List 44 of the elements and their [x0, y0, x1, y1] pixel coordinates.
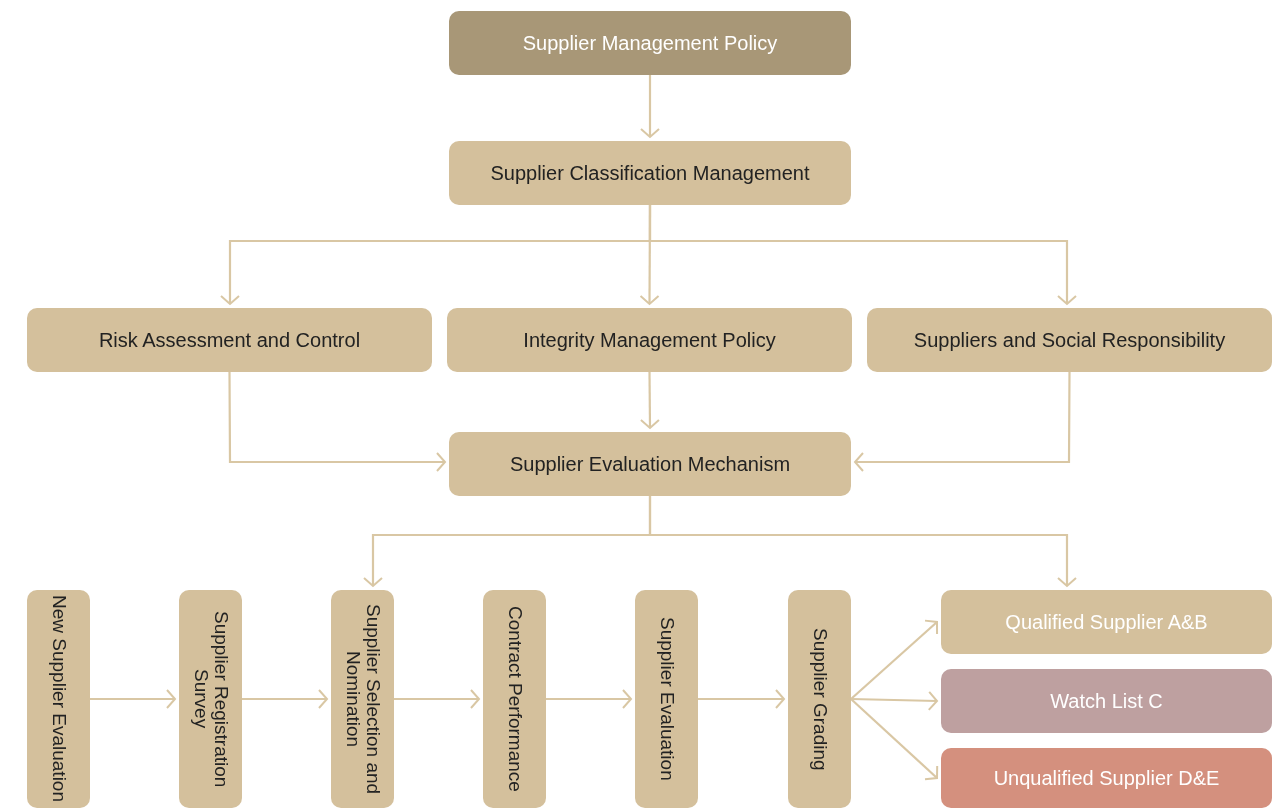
step-box — [27, 590, 90, 808]
arrow — [648, 205, 1077, 305]
arrow — [242, 689, 328, 709]
result-box — [941, 669, 1272, 733]
box-label: Contract Performance — [504, 606, 525, 792]
box-label: Supplier Management Policy — [522, 31, 778, 55]
step-box — [483, 590, 546, 808]
arrow — [546, 689, 632, 709]
arrow — [850, 619, 939, 700]
box-label: Suppliers and Social Responsibility — [913, 328, 1226, 352]
process-box — [449, 432, 851, 496]
process-box — [27, 308, 432, 372]
box-label: Supplier Selection and Nomination — [341, 602, 384, 797]
box-label: Risk Assessment and Control — [98, 328, 361, 352]
policy-box — [449, 11, 851, 75]
arrow — [394, 689, 480, 709]
result-box — [941, 590, 1272, 654]
box-label: New Supplier Evaluation — [48, 595, 69, 803]
step-box — [635, 590, 698, 808]
arrow — [850, 690, 938, 711]
arrow — [640, 75, 660, 138]
box-label: Integrity Management Policy — [523, 328, 776, 352]
box-label: Supplier Evaluation Mechanism — [509, 452, 791, 476]
step-box — [788, 590, 851, 808]
arrow — [648, 496, 1077, 587]
arrow — [90, 689, 176, 709]
process-box — [449, 141, 851, 205]
arrow — [228, 372, 446, 472]
arrow — [639, 372, 660, 429]
arrow — [854, 372, 1071, 472]
box-label: Unqualified Supplier D&E — [993, 766, 1220, 790]
step-box — [331, 590, 394, 808]
arrow — [850, 698, 939, 781]
arrow — [698, 689, 785, 709]
process-box — [447, 308, 852, 372]
result-box — [941, 748, 1272, 808]
box-label: Supplier Evaluation — [656, 617, 677, 781]
box-label: Supplier Classification Management — [490, 161, 810, 185]
box-label: Qualified Supplier A&B — [1005, 610, 1208, 634]
process-box — [867, 308, 1272, 372]
box-label: Supplier Registration Survey — [189, 609, 232, 790]
box-label: Watch List C — [1050, 689, 1163, 713]
step-box — [179, 590, 242, 808]
box-label: Supplier Grading — [809, 627, 830, 771]
